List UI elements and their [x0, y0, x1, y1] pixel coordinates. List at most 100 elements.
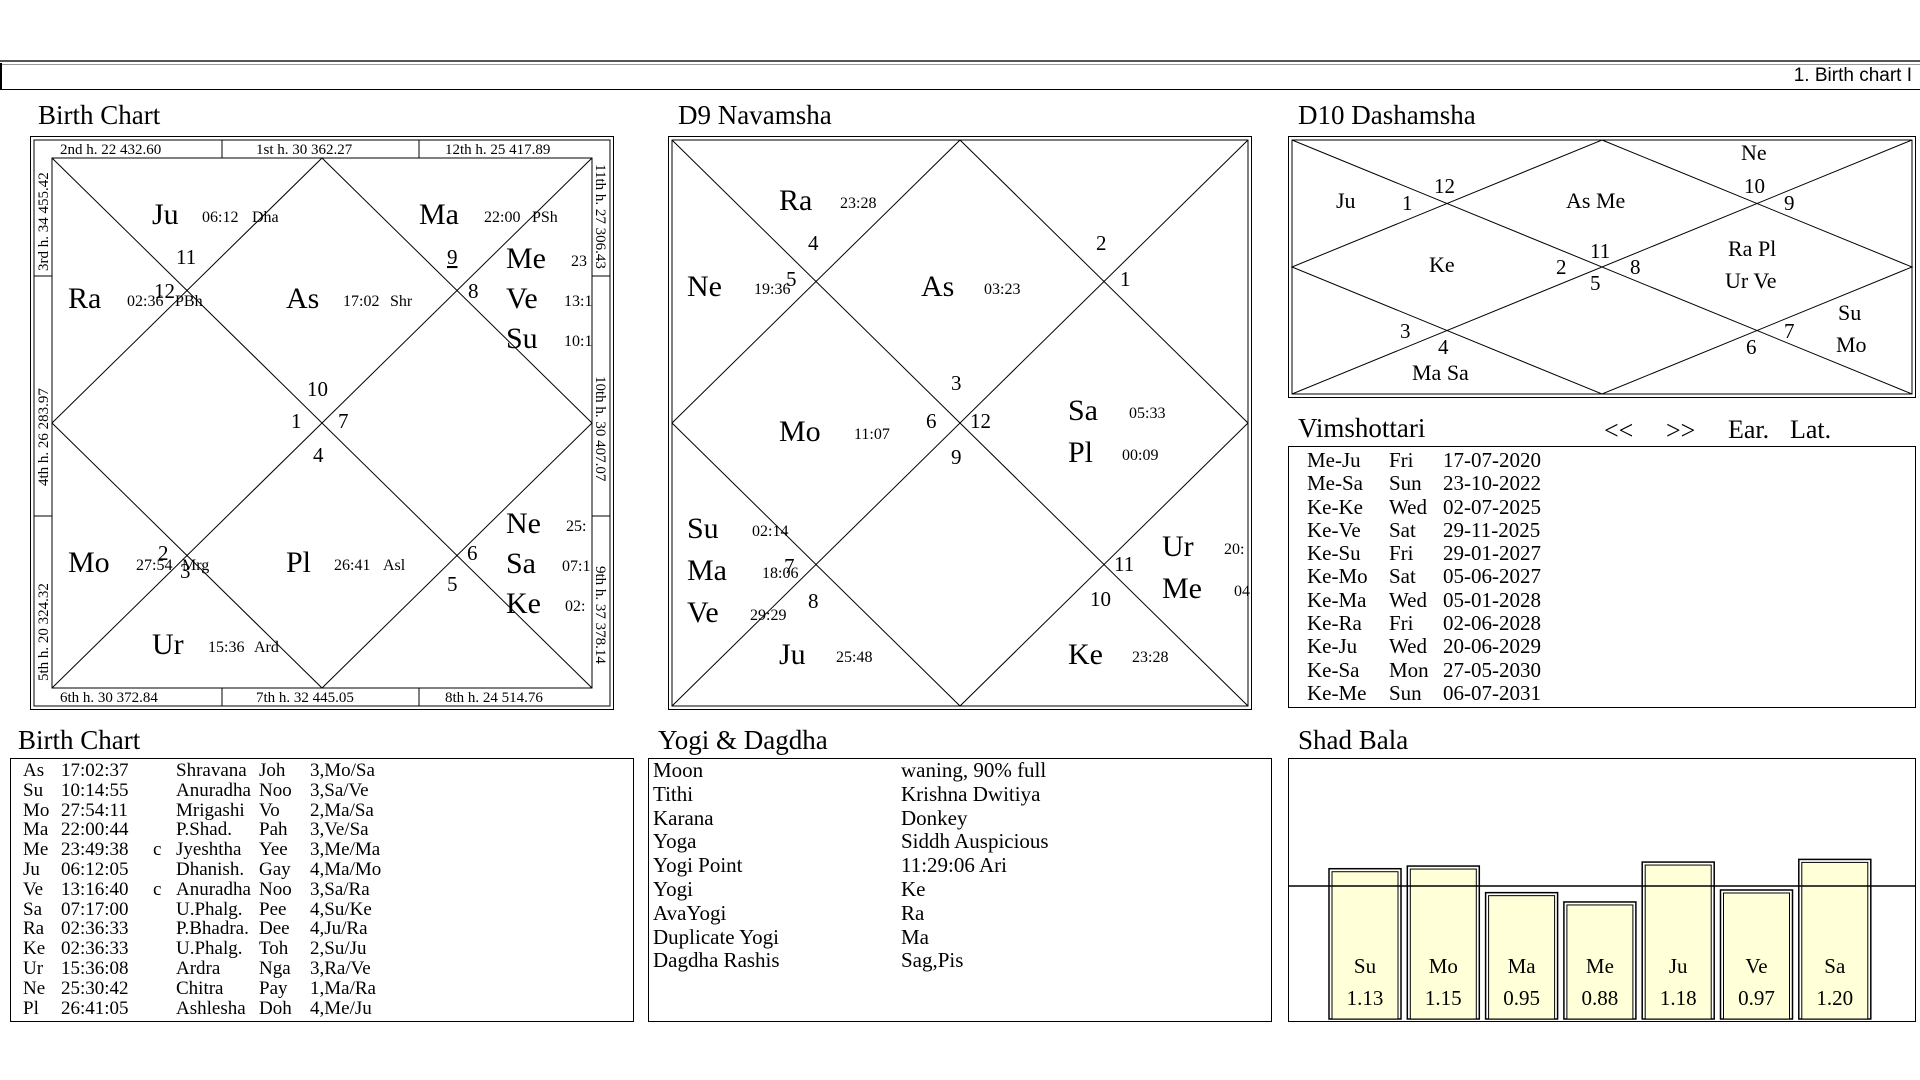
- planet-name: Mo: [68, 546, 110, 579]
- yogi-label: Tithi: [653, 781, 694, 806]
- planet-degree: 06:12: [202, 209, 238, 226]
- sign-number: 10: [307, 377, 328, 401]
- planet-code: Ur: [23, 957, 44, 979]
- planet-code: Mo: [23, 799, 50, 821]
- sign-number: 11: [1114, 552, 1134, 576]
- dasha-date: 17-07-2020: [1443, 448, 1541, 472]
- dasha-weekday: Mon: [1389, 657, 1429, 682]
- planet-name: Me: [506, 242, 546, 275]
- dasha-period: Me-Ju: [1307, 448, 1361, 472]
- syllable: Yee: [259, 839, 288, 861]
- shadbala-value-label: 1.15: [1425, 986, 1462, 1010]
- sign-number: 4: [1438, 335, 1449, 359]
- shadbala-planet-label: Ve: [1745, 954, 1767, 978]
- planet-name: Sa: [1068, 394, 1098, 427]
- sign-number: 5: [786, 267, 797, 291]
- shadbala-value-label: 1.18: [1660, 986, 1697, 1010]
- prev-period-button[interactable]: <<: [1604, 416, 1634, 445]
- sign-numbers: 4 5 2 1 3 6 12 9 7 8 11 10: [784, 231, 1134, 613]
- navamsha-chart[interactable]: 4 5 2 1 3 6 12 9 7 8 11 10 Ra 23:28 Ne 1…: [668, 136, 1252, 710]
- sign-number: 5: [447, 572, 458, 596]
- planet-degree: 11:07: [854, 426, 890, 443]
- planet-degree: 23: [571, 253, 587, 270]
- sign-number: 6: [467, 541, 478, 565]
- sign-numbers: 12 1 10 9 11 2 8 5 3 4 6 7: [1400, 174, 1795, 359]
- pada-lords: 4,Me/Ju: [310, 997, 372, 1019]
- planet-code: Ra: [23, 918, 45, 940]
- later-button[interactable]: Lat.: [1790, 415, 1832, 444]
- house-label: 2nd h. 22 432.60: [60, 142, 161, 158]
- pada-lords: 3,Sa/Ra: [310, 878, 370, 900]
- next-period-button[interactable]: >>: [1666, 416, 1696, 445]
- birth-chart[interactable]: 2nd h. 22 432.60 1st h. 30 362.27 12th h…: [30, 136, 614, 710]
- earlier-button[interactable]: Ear.: [1728, 415, 1770, 444]
- sign-number: 12: [1434, 174, 1455, 198]
- planet-name: Mo: [779, 415, 821, 448]
- dashamsha-chart[interactable]: 12 1 10 9 11 2 8 5 3 4 6 7 Ne Ju As Me K…: [1288, 136, 1916, 398]
- tab-birth-chart[interactable]: 1. Birth chart I: [1793, 65, 1912, 86]
- dasha-weekday: Fri: [1389, 611, 1414, 636]
- sign-number: 2: [1096, 231, 1107, 255]
- pada-lords: 3,Ra/Ve: [310, 957, 371, 979]
- shadbala-planet-label: Su: [1354, 954, 1377, 978]
- syllable: Joh: [259, 760, 286, 781]
- planet-longitude: 10:14:55: [61, 779, 129, 801]
- nakshatra: Anuradha: [176, 878, 251, 900]
- sign-number: 7: [338, 409, 349, 433]
- house-label: 8th h. 24 514.76: [445, 690, 543, 706]
- pada-lords: 4,Su/Ke: [310, 898, 372, 920]
- yogi-label: Yogi Point: [653, 853, 743, 878]
- yogi-value: waning, 90% full: [901, 758, 1047, 782]
- planet-name: Pl: [1068, 436, 1093, 469]
- sign-number: 10: [1090, 587, 1111, 611]
- sign-number: 1: [1120, 267, 1131, 291]
- pada-lords: 1,Ma/Ra: [310, 977, 376, 999]
- shadbala-planet-label: Me: [1586, 954, 1614, 978]
- syllable: Noo: [259, 878, 292, 900]
- planet-longitude: 13:16:40: [61, 878, 129, 900]
- pada-lords: 3,Sa/Ve: [310, 779, 369, 801]
- dasha-date: 05-01-2028: [1443, 587, 1541, 612]
- nakshatra: U.Phalg.: [176, 938, 243, 960]
- nakshatra: Dhanish.: [176, 858, 245, 880]
- planet-name: Ra: [68, 282, 101, 315]
- shadbala-chart: Su1.13Mo1.15Ma0.95Me0.88Ju1.18Ve0.97Sa1.…: [1289, 858, 1915, 1020]
- planet-group: Ne: [1741, 140, 1767, 165]
- shadbala-bar: [1488, 895, 1556, 1020]
- dasha-weekday: Sun: [1389, 471, 1422, 496]
- birth-chart-title: Birth Chart: [38, 100, 161, 130]
- planet-group: Ju: [1336, 188, 1356, 213]
- planet-code: Ma: [23, 819, 49, 841]
- yogi-value: Krishna Dwitiya: [901, 781, 1041, 806]
- sign-number: 1: [291, 409, 302, 433]
- dasha-date: 02-07-2025: [1443, 494, 1541, 519]
- planet-group: As Me: [1566, 188, 1625, 213]
- dasha-weekday: Sat: [1389, 564, 1416, 589]
- shadbala-bar: [1801, 861, 1869, 1020]
- yogi-label: AvaYogi: [653, 900, 727, 925]
- planet-group: Ur Ve: [1725, 268, 1777, 293]
- planet-name: Ma: [419, 198, 459, 231]
- planet-name: Ma: [687, 554, 727, 587]
- nakshatra: Mrigashi: [176, 799, 245, 821]
- planet-longitude: 07:17:00: [61, 898, 129, 920]
- syllable: Gay: [259, 858, 291, 880]
- sign-number: 8: [808, 589, 819, 613]
- sign-number: 6: [926, 409, 937, 433]
- yogi-label: Moon: [653, 758, 704, 782]
- syllable: Pah: [259, 819, 288, 841]
- sign-number: 7: [784, 554, 795, 578]
- planet-name: Ur: [152, 628, 184, 661]
- planet-name: As: [286, 282, 319, 315]
- dasha-weekday: Wed: [1389, 634, 1427, 659]
- planet-degree: 18:06: [762, 565, 798, 582]
- house-label: 4th h. 26 283.97: [36, 388, 52, 486]
- yogi-value: Ke: [901, 876, 926, 901]
- nakshatra: Jyeshtha: [176, 839, 242, 861]
- planet-group: Su: [1838, 300, 1861, 325]
- sign-number: 2: [1556, 255, 1567, 279]
- dasha-weekday: Wed: [1389, 587, 1427, 612]
- planet-degree: 02:36: [127, 293, 163, 310]
- yogi-value: Ra: [901, 900, 925, 925]
